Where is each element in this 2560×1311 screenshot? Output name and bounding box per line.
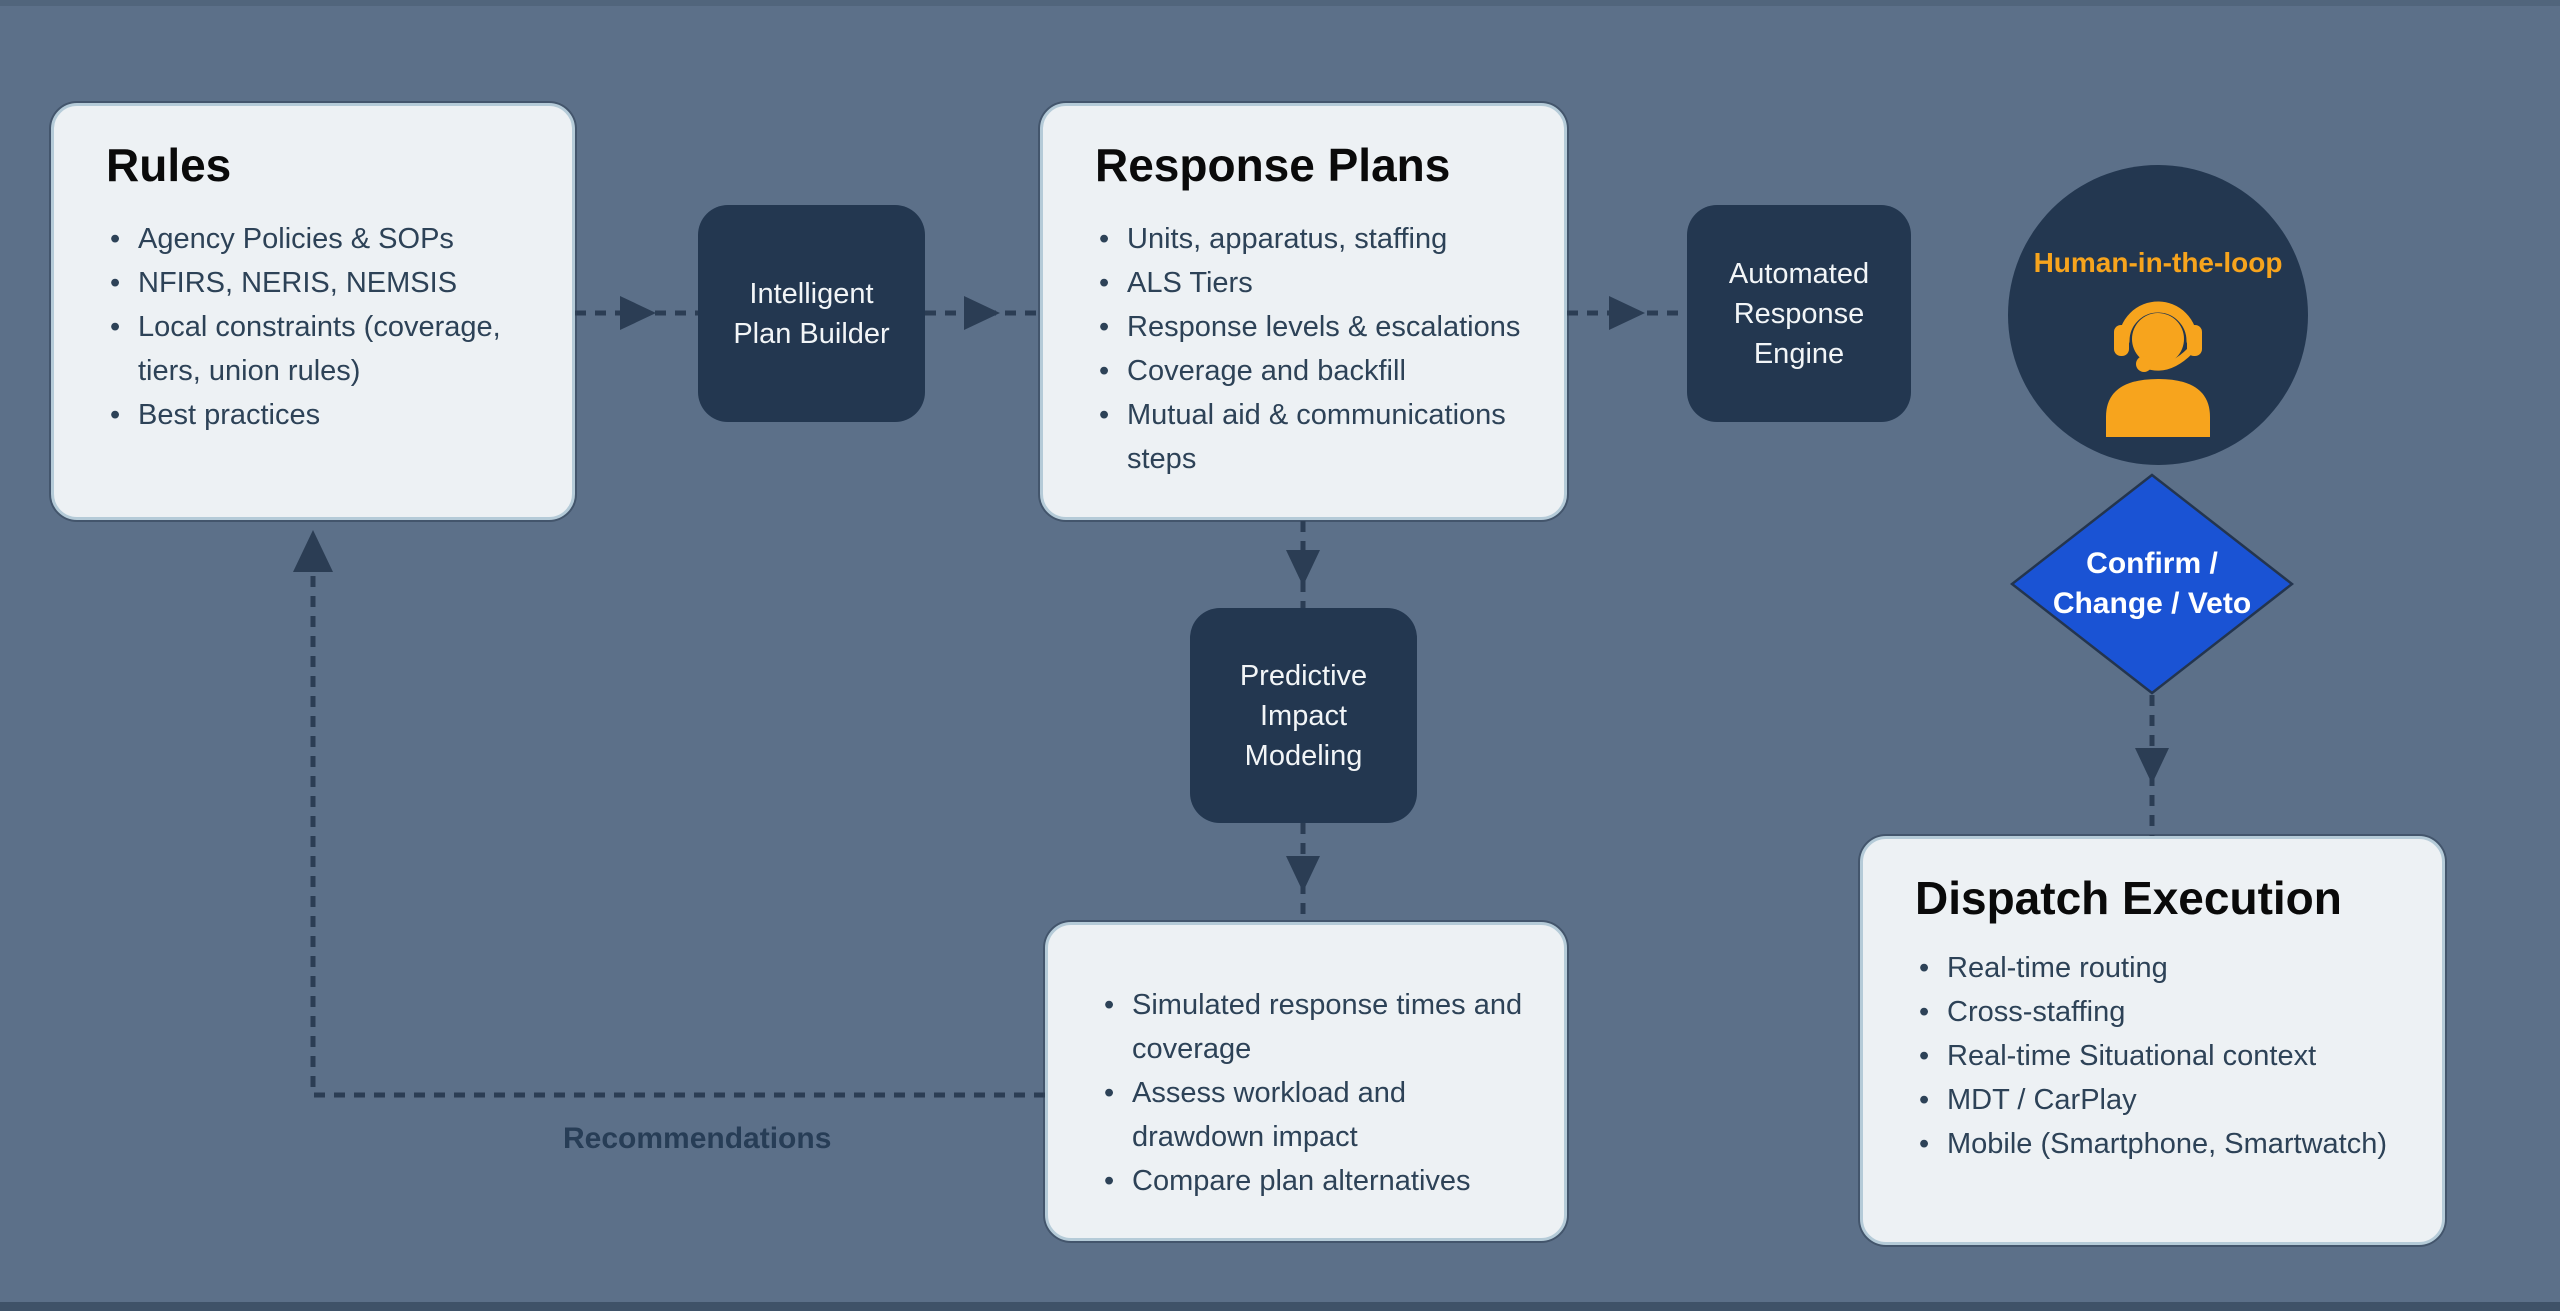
- bullet-item: Coverage and backfill: [1095, 349, 1528, 393]
- headset-operator-icon: [2106, 301, 2210, 437]
- process-label-line: Intelligent: [749, 277, 874, 310]
- bullet-item: ALS Tiers: [1095, 261, 1528, 305]
- bullet-item: MDT / CarPlay: [1915, 1078, 2406, 1122]
- node-impact-analysis: Simulated response times and coverage As…: [1045, 922, 1567, 1241]
- process-label-line: Impact: [1259, 699, 1348, 732]
- process-label-line: Response: [1733, 297, 1865, 330]
- response-plans-bullet-list: Units, apparatus, staffing ALS Tiers Res…: [1043, 217, 1564, 481]
- arrowhead-down-icon: [2135, 748, 2169, 784]
- decision-label-line: Confirm /: [2086, 547, 2218, 580]
- dispatch-execution-title: Dispatch Execution: [1915, 872, 2342, 924]
- node-automated-response-engine: Automated Response Engine: [1687, 205, 1911, 422]
- bullet-item: NFIRS, NERIS, NEMSIS: [106, 261, 536, 305]
- arrowhead-right-icon: [620, 296, 656, 330]
- canvas-top-edge: [0, 0, 2560, 6]
- bullet-item: Real-time Situational context: [1915, 1034, 2406, 1078]
- process-label-line: Plan Builder: [733, 317, 890, 350]
- node-dispatch-execution: Dispatch Execution Real-time routing Cro…: [1860, 836, 2445, 1245]
- arrowhead-right-icon: [1609, 296, 1645, 330]
- bullet-item: Agency Policies & SOPs: [106, 217, 536, 261]
- arrowhead-down-icon: [1286, 856, 1320, 892]
- process-label-line: Engine: [1753, 337, 1845, 370]
- process-label-line: Modeling: [1244, 739, 1363, 772]
- bullet-item: Response levels & escalations: [1095, 305, 1528, 349]
- rules-title: Rules: [106, 139, 232, 191]
- decision-label-line: Change / Veto: [2052, 587, 2252, 620]
- bullet-item: Compare plan alternatives: [1100, 1159, 1528, 1203]
- bullet-item: Best practices: [106, 393, 536, 437]
- rules-bullet-list: Agency Policies & SOPs NFIRS, NERIS, NEM…: [54, 217, 572, 437]
- bullet-item: Mutual aid & communications steps: [1095, 393, 1528, 481]
- arrowhead-down-icon: [1286, 550, 1320, 586]
- response-plans-title: Response Plans: [1095, 139, 1451, 191]
- decision-label: Confirm / Change / Veto: [2010, 473, 2294, 695]
- bullet-item: Mobile (Smartphone, Smartwatch): [1915, 1122, 2406, 1166]
- process-label-line: Automated: [1728, 257, 1870, 290]
- bullet-item: Assess workload and drawdown impact: [1100, 1071, 1528, 1159]
- human-in-the-loop-label: Human-in-the-loop: [2033, 247, 2283, 278]
- bullet-item: Cross-staffing: [1915, 990, 2406, 1034]
- bullet-item: Simulated response times and coverage: [1100, 983, 1528, 1071]
- node-human-in-the-loop: Human-in-the-loop: [2008, 165, 2308, 465]
- arrowhead-up-icon: [293, 530, 333, 572]
- impact-analysis-bullet-list: Simulated response times and coverage As…: [1048, 925, 1564, 1203]
- dispatch-execution-bullet-list: Real-time routing Cross-staffing Real-ti…: [1863, 946, 2442, 1166]
- canvas-bottom-edge: [0, 1302, 2560, 1311]
- bullet-item: Local constraints (coverage, tiers, unio…: [106, 305, 536, 393]
- node-response-plans: Response Plans Units, apparatus, staffin…: [1040, 103, 1567, 520]
- connector-recommendations-feedback: [310, 568, 1045, 1098]
- node-intelligent-plan-builder: Intelligent Plan Builder: [698, 205, 925, 422]
- decision-diamond-shape: [2010, 473, 2294, 695]
- recommendations-label: Recommendations: [563, 1122, 832, 1155]
- node-predictive-impact-modeling: Predictive Impact Modeling: [1190, 608, 1417, 823]
- node-confirm-change-veto: Confirm / Change / Veto: [2010, 473, 2294, 695]
- arrowhead-right-icon: [964, 296, 1000, 330]
- node-rules: Rules Agency Policies & SOPs NFIRS, NERI…: [51, 103, 575, 520]
- bullet-item: Units, apparatus, staffing: [1095, 217, 1528, 261]
- bullet-item: Real-time routing: [1915, 946, 2406, 990]
- process-label-line: Predictive: [1239, 659, 1368, 692]
